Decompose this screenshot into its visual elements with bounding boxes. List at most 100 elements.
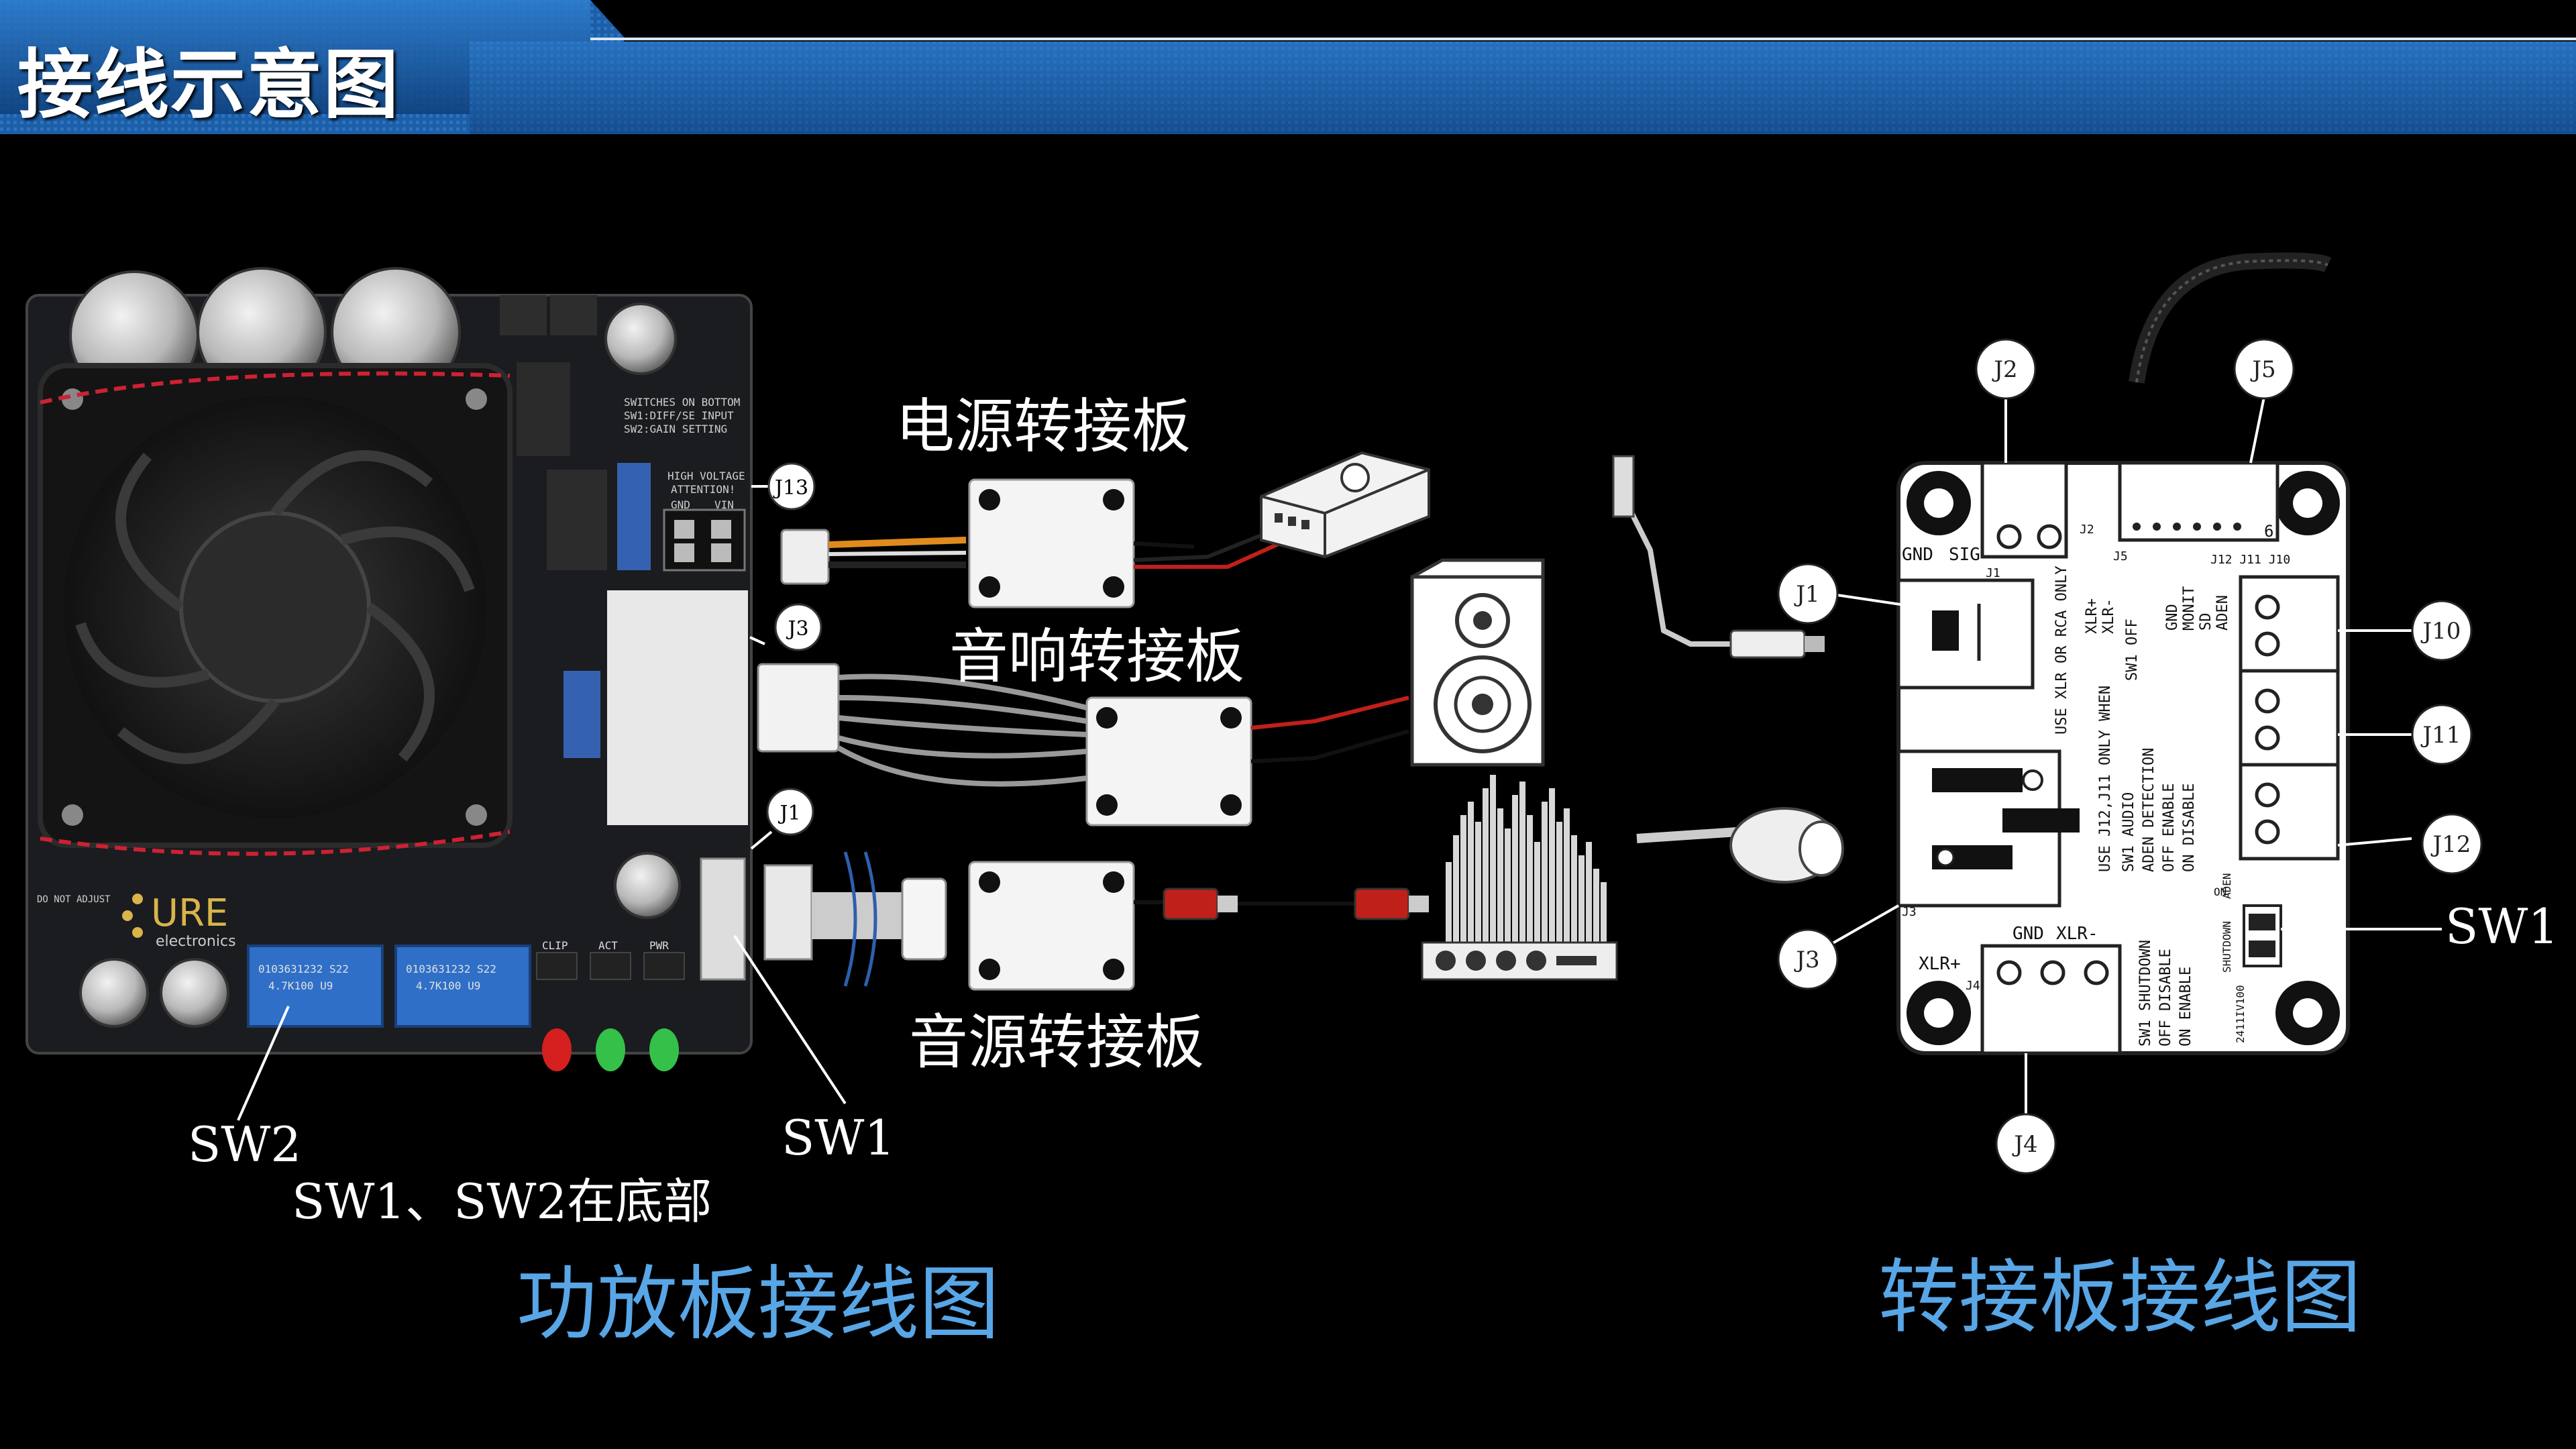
led-pwr-label: PWR bbox=[649, 939, 669, 952]
title-banner bbox=[0, 0, 2576, 134]
silk-xlr-plus: XLR+ bbox=[2084, 598, 2100, 634]
silk-on-disable: ON DISABLE bbox=[2181, 784, 2198, 872]
callout-label-j4: J4 bbox=[2012, 1131, 2037, 1158]
led-act-label: ACT bbox=[598, 939, 618, 952]
spectrum-bar bbox=[1460, 815, 1466, 943]
spectrum-bar bbox=[1468, 802, 1474, 943]
silk-six: 6 bbox=[2264, 522, 2273, 541]
sw1-callout-label: SW1 bbox=[2445, 898, 2559, 955]
silk-sd: SD bbox=[2198, 613, 2214, 631]
silk-sw1-off: SW1 OFF bbox=[2124, 619, 2141, 681]
silk-j5: J5 bbox=[2113, 549, 2128, 564]
cap1b-text: 4.7K100 U9 bbox=[268, 979, 333, 992]
silk-switch-note-2: SW1:DIFF/SE INPUT bbox=[624, 409, 734, 422]
silk-switch-note-3: SW2:GAIN SETTING bbox=[624, 423, 727, 435]
spectrum-bar bbox=[1586, 842, 1592, 943]
power-adapter-board bbox=[968, 478, 1135, 608]
callout-label-j1: J1 bbox=[1794, 581, 1819, 608]
callout-circle-j10 bbox=[2411, 600, 2473, 661]
status-leds: CLIP ACT PWR bbox=[536, 939, 685, 1071]
cooling-fan bbox=[38, 363, 513, 856]
silk-gnd-b: GND bbox=[2012, 924, 2044, 944]
silk-aden-sw: ADEN bbox=[2220, 873, 2233, 899]
spectrum-bar bbox=[1483, 788, 1489, 943]
callout-circle-j3 bbox=[1777, 928, 1839, 990]
silk-sw1-shutdown: SW1 SHUTDOWN bbox=[2137, 940, 2154, 1046]
callout-circle-j12 bbox=[2421, 813, 2483, 875]
spectrum-bar bbox=[1453, 835, 1459, 943]
j3-marker: J3 bbox=[786, 617, 808, 641]
spectrum-bar bbox=[1475, 822, 1481, 943]
callout-label-j11: J11 bbox=[2421, 722, 2461, 749]
board-connector-markers: J13 J3 J1 bbox=[766, 462, 822, 836]
silk-j3: J3 bbox=[1902, 905, 1917, 919]
cap2b-text: 4.7K100 U9 bbox=[416, 979, 480, 992]
speaker-cable bbox=[757, 663, 1087, 787]
j1-marker: J1 bbox=[777, 802, 800, 825]
spectrum-bar bbox=[1593, 869, 1599, 943]
callout-label-j2: J2 bbox=[1992, 356, 2017, 383]
spectrum-bar bbox=[1556, 822, 1562, 943]
spectrum-bar bbox=[1601, 882, 1607, 943]
spectrum-bar bbox=[1549, 788, 1555, 943]
silk-hv-2: ATTENTION! bbox=[671, 483, 735, 496]
callout-circle-j5 bbox=[2233, 338, 2295, 400]
brand-sub: electronics bbox=[156, 933, 236, 950]
silk-do-not-adjust: DO NOT ADJUST bbox=[37, 894, 111, 905]
silk-use-when: USE J12,J11 ONLY WHEN bbox=[2097, 686, 2114, 872]
mounting-holes bbox=[1907, 471, 2340, 1045]
callout-label-j10: J10 bbox=[2421, 618, 2461, 645]
source-cable bbox=[763, 851, 947, 987]
brand-logo: URE bbox=[151, 892, 228, 935]
spectrum-bar bbox=[1446, 862, 1452, 943]
silk-gnd: GND bbox=[1902, 545, 1933, 565]
power-adapter-label: 电源转接板 bbox=[896, 392, 1191, 461]
silk-aden: ADEN bbox=[2214, 595, 2231, 631]
sw2-label: SW2 bbox=[188, 1116, 302, 1173]
left-section-title: 功放板接线图 bbox=[517, 1258, 1000, 1351]
right-terminals bbox=[2239, 575, 2340, 861]
spectrum-bar bbox=[1527, 815, 1533, 943]
switch-location-note: SW1、SW2在底部 bbox=[292, 1173, 712, 1230]
speaker-adapter-label: 音响转接板 bbox=[949, 622, 1245, 691]
spectrum-bar bbox=[1571, 835, 1577, 943]
spectrum-bar bbox=[1505, 828, 1511, 943]
callout-label-j12: J12 bbox=[2431, 831, 2471, 858]
silk-part-no: 2411IV100 bbox=[2234, 985, 2247, 1043]
spectrum-bar bbox=[1519, 782, 1525, 943]
sw1-label: SW1 bbox=[782, 1110, 896, 1166]
silk-shutdown-sw: SHUTDOWN bbox=[2220, 921, 2233, 973]
led-clip-label: CLIP bbox=[542, 939, 568, 952]
silk-sig: SIG bbox=[1949, 545, 1980, 565]
silk-aden-detection: ADEN DETECTION bbox=[2141, 748, 2157, 872]
silk-xlr-minus: XLR- bbox=[2100, 598, 2117, 634]
speaker bbox=[1250, 558, 1545, 767]
silk-vin: VIN bbox=[714, 498, 734, 511]
silk-gnd: GND bbox=[671, 498, 690, 511]
silk-xlr-or-rca: USE XLR OR RCA ONLY bbox=[2053, 566, 2070, 735]
silk-sw1-audio: SW1 AUDIO bbox=[2121, 792, 2137, 872]
right-callout-lines bbox=[1827, 396, 2442, 1114]
audio-source-buttons bbox=[1436, 951, 1597, 971]
silk-j12-j11-j10: J12 J11 J10 bbox=[2210, 553, 2290, 567]
spectrum-bar bbox=[1542, 802, 1548, 943]
audio-source bbox=[1446, 775, 1607, 943]
silk-off-enable: OFF ENABLE bbox=[2161, 784, 2178, 872]
cap1-text: 0103631232 S22 bbox=[258, 963, 349, 975]
callout-circle-j2 bbox=[1975, 338, 2037, 400]
source-adapter-board bbox=[968, 861, 1135, 991]
spectrum-bar bbox=[1497, 808, 1503, 943]
rca-cable bbox=[1134, 888, 1429, 920]
spectrum-bar bbox=[1534, 842, 1540, 943]
source-adapter-label: 音源转接板 bbox=[909, 1008, 1205, 1077]
rca-plug bbox=[1612, 455, 1825, 659]
amplifier-board: SWITCHES ON BOTTOM SW1:DIFF/SE INPUT SW2… bbox=[25, 267, 753, 1071]
spectrum-bar bbox=[1512, 795, 1518, 943]
spectrum-bar bbox=[1564, 808, 1570, 943]
callout-label-j3: J3 bbox=[1794, 947, 1819, 973]
silk-j2: J2 bbox=[2080, 523, 2094, 537]
xlr-plug bbox=[1636, 807, 1844, 883]
j13-marker: J13 bbox=[773, 476, 808, 500]
callout-circle-j1 bbox=[1777, 563, 1839, 625]
